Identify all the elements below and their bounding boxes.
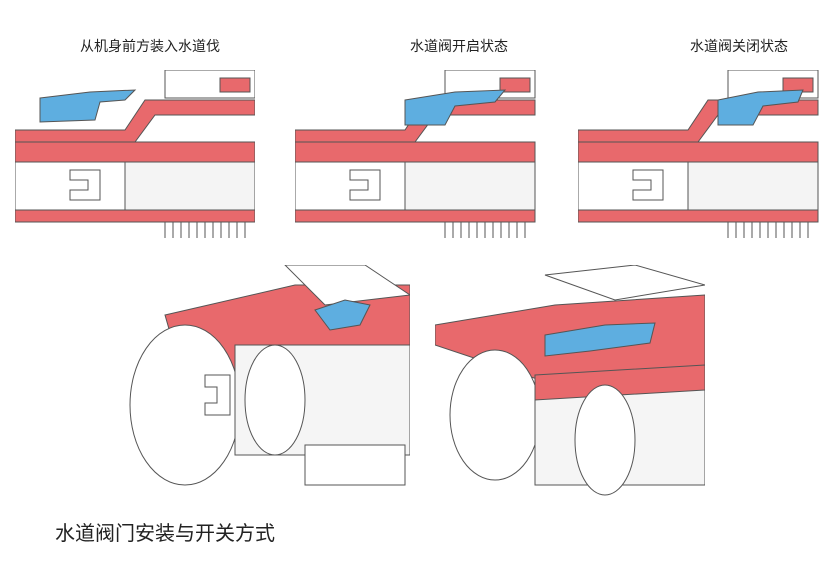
- panel-label-install: 从机身前方装入水道伐: [80, 39, 220, 55]
- diagram-caption: 水道阀门安装与开关方式: [55, 521, 275, 545]
- water-valve-open: [404, 89, 507, 126]
- perspective-view-left: [129, 265, 410, 486]
- install-panel: [15, 70, 255, 241]
- water-valve-3d: [314, 299, 371, 331]
- water-valve-closed: [717, 89, 804, 126]
- panel-label-closed: 水道阀关闭状态: [690, 39, 788, 55]
- perspective-view-right: [435, 265, 705, 496]
- closed-state-panel: [578, 70, 819, 241]
- open-state-panel: [295, 70, 536, 241]
- water-valve-3d: [544, 322, 656, 357]
- panel-label-open: 水道阀开启状态: [410, 39, 508, 55]
- water-valve-part: [39, 89, 137, 123]
